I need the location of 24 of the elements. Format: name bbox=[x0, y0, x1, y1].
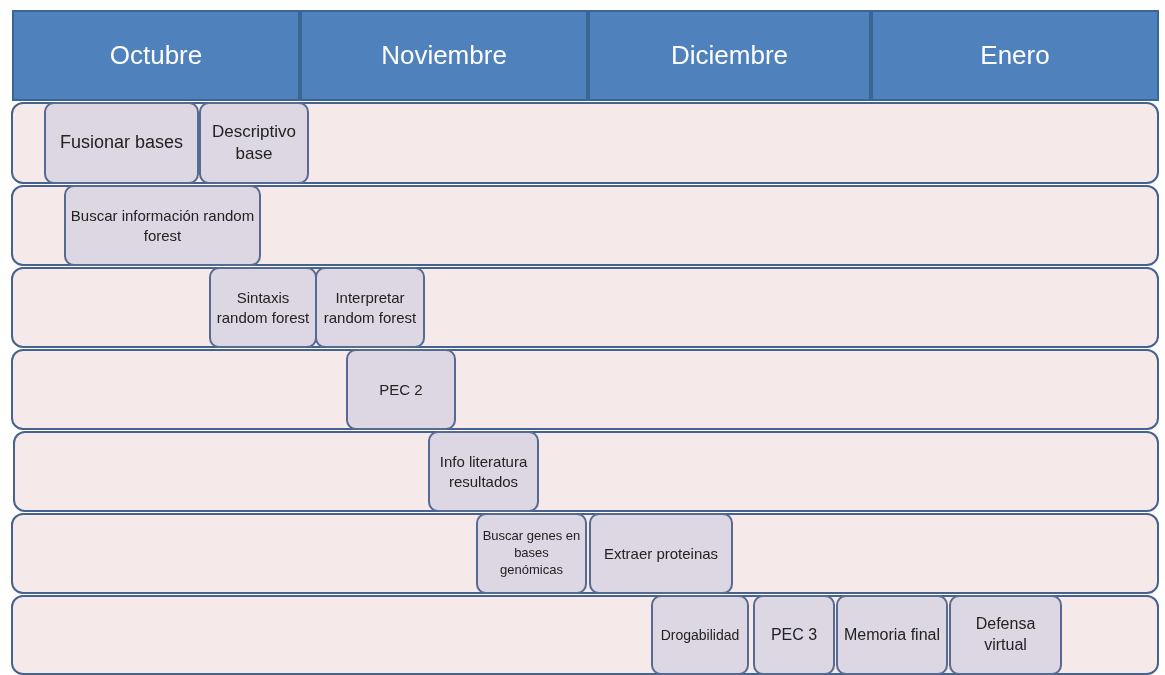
task-box: Interpretar random forest bbox=[315, 267, 425, 348]
task-box: PEC 2 bbox=[346, 349, 456, 430]
task-box: Fusionar bases bbox=[44, 102, 199, 184]
task-box: Buscar información random forest bbox=[64, 185, 261, 266]
month-header-cell: Diciembre bbox=[588, 10, 871, 101]
task-box: Sintaxis random forest bbox=[209, 267, 317, 348]
timeline-row-band bbox=[11, 349, 1159, 430]
task-box: Buscar genes en bases genómicas bbox=[476, 513, 587, 594]
month-header-cell: Octubre bbox=[12, 10, 300, 101]
timeline-row-band bbox=[11, 595, 1159, 675]
task-box: Info literatura resultados bbox=[428, 431, 539, 512]
task-box: Drogabilidad bbox=[651, 595, 749, 675]
task-box: Memoria final bbox=[836, 595, 948, 675]
timeline-row-band bbox=[11, 267, 1159, 348]
task-box: Descriptivo base bbox=[199, 102, 309, 184]
month-header-cell: Noviembre bbox=[300, 10, 588, 101]
task-box: Extraer proteinas bbox=[589, 513, 733, 594]
timeline-row-band bbox=[11, 185, 1159, 266]
timeline-row-band bbox=[13, 431, 1159, 512]
task-box: Defensa virtual bbox=[949, 595, 1062, 675]
timeline-row-band bbox=[11, 513, 1159, 594]
month-header-cell: Enero bbox=[871, 10, 1159, 101]
task-box: PEC 3 bbox=[753, 595, 835, 675]
timeline-row-band bbox=[11, 102, 1159, 184]
